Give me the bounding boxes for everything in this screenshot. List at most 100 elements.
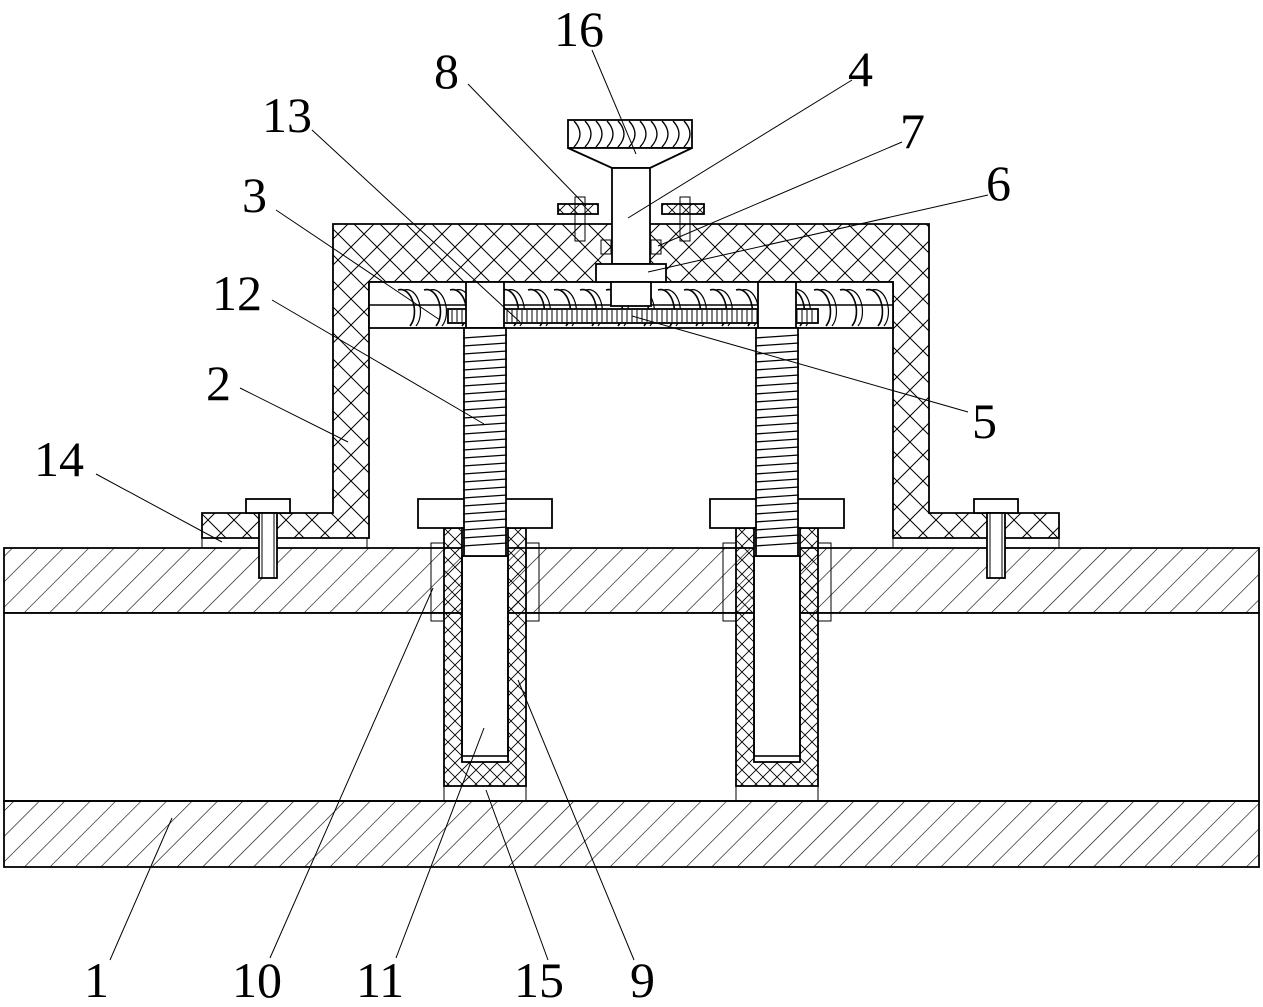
leader-16	[591, 49, 637, 155]
seal-ring-right	[650, 239, 662, 255]
thread-line	[462, 510, 508, 515]
knob-neck	[567, 147, 693, 169]
leader-8	[467, 83, 587, 207]
thread-line	[462, 470, 508, 475]
thread-line	[462, 382, 508, 387]
knob-ridge	[584, 120, 592, 148]
leader-lines	[95, 49, 989, 961]
thread-line	[462, 334, 508, 339]
leader-2	[239, 387, 349, 443]
bolt-right-shank	[986, 512, 1006, 579]
knob-assembly	[557, 119, 705, 307]
spring-turn	[423, 289, 442, 327]
pipe-lower-wall	[3, 800, 1260, 868]
label-11: 11	[356, 952, 404, 1007]
thread-line	[462, 534, 508, 539]
thread-line	[462, 374, 508, 379]
spring-turn	[871, 289, 889, 327]
pipe-bore	[3, 612, 1260, 802]
thread-line	[462, 462, 508, 467]
knob-ridge	[628, 120, 636, 148]
thread-line	[462, 406, 508, 411]
bolt-8-right	[679, 196, 691, 242]
thread-line	[754, 366, 800, 371]
thread-line	[754, 406, 800, 411]
label-9: 9	[630, 952, 655, 1007]
leader-3	[275, 209, 441, 321]
label-12: 12	[212, 265, 262, 321]
left-foot-pad	[443, 785, 527, 802]
thread-line	[462, 494, 508, 499]
thread-line	[754, 518, 800, 523]
label-16: 16	[554, 1, 604, 57]
thread-line	[754, 494, 800, 499]
knob-grip	[567, 119, 693, 149]
thread-line	[462, 350, 508, 355]
bolt-right-head	[973, 498, 1019, 514]
label-8: 8	[434, 43, 459, 99]
thread-line	[462, 430, 508, 435]
knob-ridges	[573, 120, 691, 148]
thread-line	[462, 390, 508, 395]
right-gasket	[892, 537, 1060, 549]
thread-line	[754, 486, 800, 491]
left-screw-thread	[462, 334, 508, 547]
label-1: 1	[84, 952, 109, 1007]
knob-ridge	[573, 120, 581, 148]
thread-line	[754, 526, 800, 531]
label-5: 5	[972, 393, 997, 449]
spring-turn	[819, 289, 837, 327]
knob-ridge	[661, 120, 669, 148]
thread-line	[462, 446, 508, 451]
leader-6	[647, 194, 989, 273]
label-6: 6	[986, 155, 1011, 211]
leader-10	[269, 587, 434, 959]
right-sleeve-bore	[753, 527, 801, 763]
right-seal-outer	[722, 542, 737, 622]
thread-line	[754, 382, 800, 387]
thread-line	[754, 542, 800, 547]
gear-hub	[610, 281, 652, 307]
thread-line	[462, 518, 508, 523]
label-13: 13	[262, 87, 312, 143]
pipe-upper-wall	[3, 547, 1260, 614]
left-sleeve-bore	[461, 527, 509, 763]
left-seal-inner	[525, 542, 540, 622]
top-plate-right	[661, 203, 705, 215]
thread-line	[754, 398, 800, 403]
label-7: 7	[900, 103, 925, 159]
thread-line	[754, 454, 800, 459]
thread-line	[754, 534, 800, 539]
spring-turn	[403, 289, 421, 327]
knob-ridge	[639, 120, 647, 148]
spring-turn	[865, 289, 884, 327]
leader-5	[631, 315, 969, 413]
thread-line	[754, 438, 800, 443]
knob-ridge	[683, 120, 691, 148]
thread-line	[754, 374, 800, 379]
leader-15	[485, 789, 549, 961]
knob-ridge	[606, 120, 614, 148]
saddle-bolts	[245, 498, 1019, 579]
thread-line	[462, 414, 508, 419]
knob-ridge	[617, 120, 625, 148]
bolt-left-head	[245, 498, 291, 514]
knob-ridge	[650, 120, 658, 148]
thread-line	[462, 366, 508, 371]
spring-turn	[429, 289, 447, 327]
thread-line	[754, 446, 800, 451]
thread-line	[462, 358, 508, 363]
thread-line	[754, 414, 800, 419]
spring-turn	[839, 289, 858, 327]
bearing-block-6	[595, 263, 667, 283]
leader-14	[95, 473, 223, 543]
right-sleeve-assembly	[709, 281, 845, 802]
leader-7	[657, 141, 903, 247]
thread-line	[462, 342, 508, 347]
thread-line	[754, 502, 800, 507]
top-plate-left	[557, 203, 599, 215]
bolt-8-left	[574, 196, 586, 242]
saddle-plates	[201, 537, 1060, 549]
thread-line	[754, 358, 800, 363]
